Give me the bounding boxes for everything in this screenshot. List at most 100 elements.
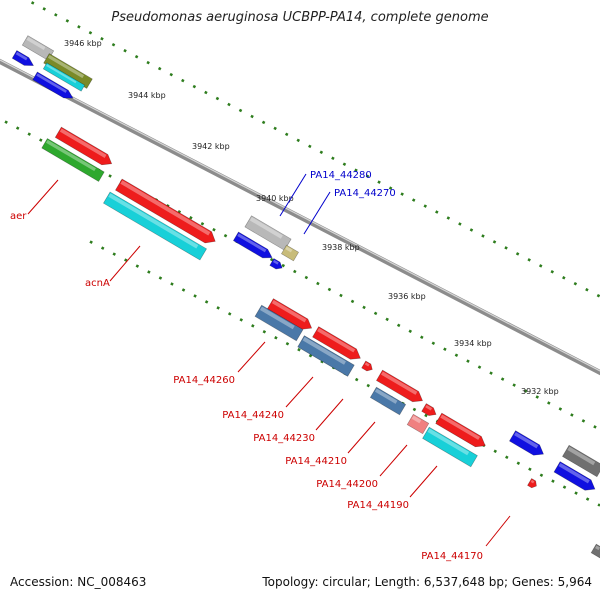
gene-arrow bbox=[376, 369, 423, 403]
accession-text: Accession: NC_008463 bbox=[10, 575, 147, 589]
gene-feature[interactable] bbox=[406, 413, 430, 435]
gene-label[interactable]: PA14_44240 bbox=[222, 410, 284, 421]
tick-label: 3936 kbp bbox=[388, 292, 426, 301]
gene-highlight bbox=[411, 415, 422, 424]
gene-feature[interactable] bbox=[312, 326, 364, 364]
leader-line bbox=[303, 191, 331, 235]
leader-line bbox=[379, 444, 408, 477]
gene-feature[interactable] bbox=[232, 231, 274, 262]
gene-arrow bbox=[42, 62, 86, 92]
gene-arrow bbox=[32, 71, 74, 99]
gene-highlight bbox=[26, 37, 46, 51]
gene-arrow bbox=[590, 543, 600, 559]
leader-line bbox=[485, 515, 511, 547]
gene-label[interactable]: PA14_44190 bbox=[347, 500, 409, 511]
gene-feature[interactable] bbox=[41, 138, 105, 182]
gene-arrow bbox=[406, 413, 430, 435]
gene-label[interactable]: acnA bbox=[85, 278, 110, 289]
gene-feature[interactable] bbox=[361, 360, 375, 373]
gene-highlight bbox=[272, 259, 279, 265]
gene-highlight bbox=[120, 180, 211, 236]
gene-label[interactable]: PA14_44200 bbox=[316, 479, 378, 490]
gene-highlight bbox=[530, 479, 535, 484]
genome-backbone bbox=[0, 58, 600, 376]
gene-highlight bbox=[47, 54, 85, 79]
gene-feature[interactable] bbox=[115, 178, 218, 247]
gene-arrow bbox=[266, 298, 313, 330]
gene-label[interactable]: PA14_44230 bbox=[253, 433, 315, 444]
gene-feature[interactable] bbox=[254, 304, 304, 342]
gene-feature[interactable] bbox=[422, 426, 478, 468]
tick-label: 3942 kbp bbox=[192, 142, 230, 151]
gene-feature[interactable] bbox=[54, 126, 115, 169]
gene-highlight bbox=[46, 139, 96, 172]
gene-arrow bbox=[232, 231, 273, 259]
tick-label: 3946 kbp bbox=[64, 39, 102, 48]
gene-arrow bbox=[422, 426, 478, 468]
gene-highlight bbox=[59, 128, 107, 158]
gene-highlight bbox=[425, 404, 433, 411]
gene-arrow bbox=[54, 126, 113, 166]
dotted-guide-line bbox=[24, 0, 600, 298]
gene-label[interactable]: PA14_44260 bbox=[173, 375, 235, 386]
gene-highlight bbox=[427, 428, 470, 456]
map-title: Pseudomonas aeruginosa UCBPP-PA14, compl… bbox=[111, 10, 489, 25]
gene-highlight bbox=[567, 446, 596, 466]
gene-feature[interactable] bbox=[421, 403, 439, 419]
gene-feature[interactable] bbox=[509, 430, 546, 460]
gene-label[interactable]: aer bbox=[10, 211, 27, 222]
gene-arrow bbox=[103, 191, 207, 261]
gene-feature[interactable] bbox=[297, 335, 355, 377]
gene-label[interactable]: PA14_44280 bbox=[310, 170, 372, 181]
gene-highlight bbox=[514, 432, 539, 449]
gene-feature[interactable] bbox=[269, 258, 284, 272]
gene-feature[interactable] bbox=[266, 298, 314, 334]
gene-feature[interactable] bbox=[376, 369, 425, 406]
gene-arrow bbox=[281, 244, 299, 262]
gene-highlight bbox=[237, 233, 267, 253]
backbone-highlight bbox=[0, 59, 600, 372]
gene-arrow bbox=[254, 304, 304, 342]
gene-arrow bbox=[509, 430, 544, 456]
gene-arrow bbox=[11, 50, 35, 66]
gene-feature[interactable] bbox=[103, 191, 207, 261]
gene-arrow bbox=[527, 478, 537, 489]
leader-line bbox=[285, 376, 314, 408]
leader-line bbox=[237, 341, 266, 373]
gene-highlight bbox=[440, 414, 481, 440]
gene-feature[interactable] bbox=[527, 478, 539, 490]
gene-arrow bbox=[421, 403, 437, 416]
tick-label: 3944 kbp bbox=[128, 91, 166, 100]
gene-label[interactable]: PA14_44210 bbox=[285, 456, 347, 467]
gene-feature[interactable] bbox=[369, 386, 407, 416]
gene-feature[interactable] bbox=[11, 50, 36, 70]
gene-arrow bbox=[115, 178, 216, 244]
gene-arrow bbox=[562, 444, 600, 478]
gene-highlight bbox=[317, 328, 356, 353]
gene-feature[interactable] bbox=[281, 244, 299, 262]
leader-line bbox=[347, 421, 376, 454]
tick-label: 3934 kbp bbox=[454, 339, 492, 348]
gene-feature[interactable] bbox=[553, 461, 598, 495]
gene-arrow bbox=[312, 326, 361, 360]
leader-line bbox=[27, 179, 59, 215]
gene-arrow bbox=[43, 53, 93, 89]
gene-feature[interactable] bbox=[32, 71, 75, 102]
gene-label[interactable]: PA14_44170 bbox=[421, 551, 483, 562]
gene-feature[interactable] bbox=[590, 543, 600, 559]
gene-label[interactable]: PA14_44270 bbox=[334, 188, 396, 199]
gene-arrow bbox=[553, 461, 596, 491]
leader-line bbox=[315, 398, 344, 431]
gene-feature[interactable] bbox=[562, 444, 600, 478]
gene-feature[interactable] bbox=[42, 62, 86, 92]
gene-highlight bbox=[36, 73, 67, 93]
gene-arrow bbox=[369, 386, 407, 416]
gene-feature[interactable] bbox=[43, 53, 93, 89]
gene-arrow bbox=[361, 360, 373, 372]
leader-line bbox=[279, 173, 307, 217]
callouts-layer: aer acnA PA14_44280PA14_44270PA14_44260PA1… bbox=[10, 170, 511, 562]
gene-feature[interactable] bbox=[435, 412, 489, 451]
gene-highlight bbox=[259, 306, 295, 330]
